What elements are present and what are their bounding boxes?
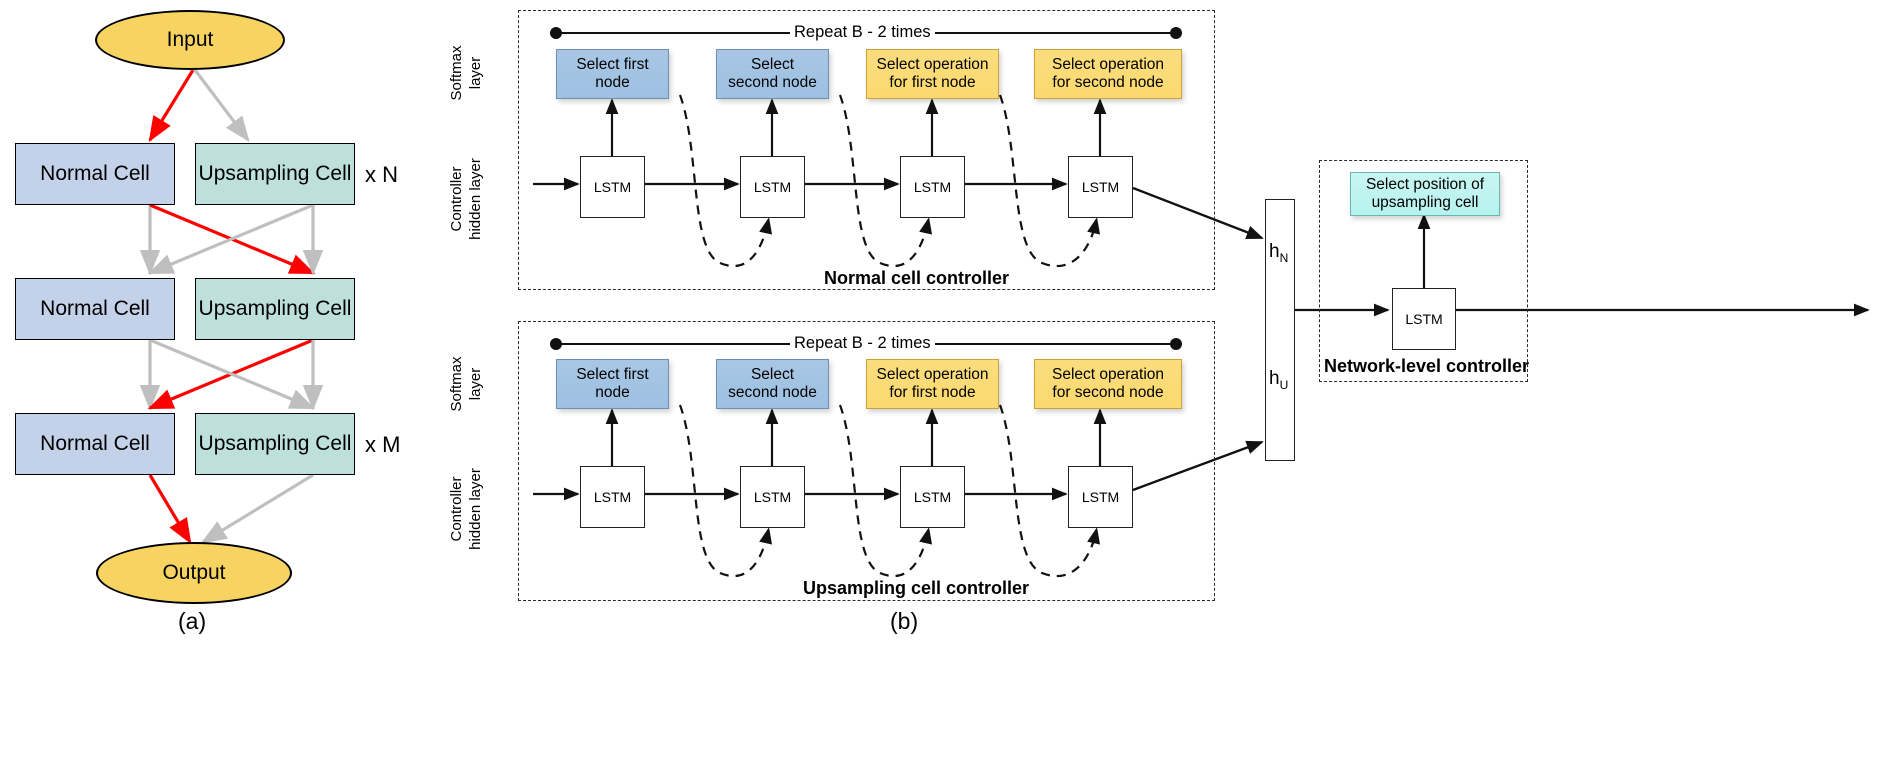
hidden-state-bar [1265,199,1295,461]
hidden-layer-axis-label-bottom: Controller [448,444,469,574]
lstm-label: LSTM [593,179,632,195]
hidden-layer-axis-label-bottom-2: hidden layer [467,444,488,574]
lstm-cell-network-level[interactable]: LSTM [1392,288,1456,350]
softmax-box-line1: Select first [576,365,649,383]
output-label: Output [162,561,226,585]
normal-cell-row-2: Normal Cell [15,278,175,340]
output-node: Output [96,542,292,604]
hidden-axis-line2: hidden layer [467,468,484,550]
normal-cell-label: Normal Cell [40,432,150,456]
lstm-cell-upsampling-1[interactable]: LSTM [580,466,645,528]
lstm-label: LSTM [1081,489,1120,505]
network-level-controller-label: Network-level controller [1324,356,1530,376]
softmax-box-line1: Select position of [1365,175,1485,193]
softmax-box-line2: for second node [1052,74,1164,91]
softmax-box-line1: Select operation [1051,365,1165,383]
softmax-box-line1: Select operation [876,55,989,73]
upsampling-cell-controller-label: Upsampling cell controller [803,578,1030,598]
lstm-cell-normal-2[interactable]: LSTM [740,156,805,218]
lstm-label: LSTM [1081,179,1120,195]
softmax-box-select-op-second-node-normal[interactable]: Select operation for second node [1034,49,1182,99]
softmax-box-select-op-first-node-upsampling[interactable]: Select operation for first node [866,359,999,409]
normal-cell-row-1: Normal Cell [15,143,175,205]
lstm-label: LSTM [753,489,792,505]
softmax-box-line2: for second node [1052,384,1164,401]
hU-sub: U [1279,377,1289,392]
panel-a-caption: (a) [178,608,207,634]
lstm-label: LSTM [593,489,632,505]
upsampling-cell-label: Upsampling Cell [198,162,352,186]
hidden-state-hU-label: hU [1269,368,1288,392]
softmax-box-line2: node [595,384,630,401]
upsampling-cell-row-1: Upsampling Cell [195,143,355,205]
softmax-axis-line1: Softmax [448,45,465,101]
row-3-multiplier: x M [365,432,401,457]
lstm-cell-upsampling-4[interactable]: LSTM [1068,466,1133,528]
softmax-box-line1: Select operation [876,365,989,383]
panel-a-arrows [139,69,324,545]
input-label: Input [166,28,214,52]
normal-cell-controller-label: Normal cell controller [824,268,1010,288]
upsampling-controller-wiring [533,338,1264,578]
lstm-cell-normal-4[interactable]: LSTM [1068,156,1133,218]
softmax-box-line1: Select [750,365,795,383]
hidden-axis-line2: hidden layer [467,158,484,240]
upsampling-cell-row-3: Upsampling Cell [195,413,355,475]
input-node: Input [95,10,285,70]
softmax-box-line2: for first node [889,74,976,91]
hidden-axis-line1: Controller [448,476,465,542]
lstm-label: LSTM [913,489,952,505]
panel-b-caption: (b) [890,608,919,634]
upsampling-cell-controller-box [518,321,1215,601]
hidden-layer-axis-label-top: Controller [448,134,469,264]
softmax-box-select-first-node-normal[interactable]: Select first node [556,49,669,99]
softmax-box-select-op-first-node-normal[interactable]: Select operation for first node [866,49,999,99]
softmax-box-line2: second node [728,384,817,401]
hN-base: h [1269,241,1280,262]
softmax-box-select-second-node-normal[interactable]: Select second node [716,49,829,99]
hidden-axis-line1: Controller [448,166,465,232]
softmax-layer-axis-label-top: Softmax [448,13,469,133]
lstm-cell-upsampling-2[interactable]: LSTM [740,466,805,528]
repeat-label-upsampling: Repeat B - 2 times [790,334,935,353]
softmax-box-select-op-second-node-upsampling[interactable]: Select operation for second node [1034,359,1182,409]
softmax-box-line2: for first node [889,384,976,401]
network-level-controller-box [1319,160,1528,382]
upsampling-cell-label: Upsampling Cell [198,432,352,456]
lstm-cell-upsampling-3[interactable]: LSTM [900,466,965,528]
lstm-cell-normal-3[interactable]: LSTM [900,156,965,218]
repeat-label-normal: Repeat B - 2 times [790,23,935,42]
normal-cell-label: Normal Cell [40,162,150,186]
hidden-layer-axis-label-top-2: hidden layer [467,134,488,264]
softmax-layer-axis-label-top-2: layer [467,13,488,133]
row-1-multiplier: x N [365,162,398,187]
softmax-box-line2: upsampling cell [1371,194,1479,211]
upsampling-cell-row-2: Upsampling Cell [195,278,355,340]
normal-cell-label: Normal Cell [40,297,150,321]
softmax-axis-line2: layer [467,367,484,401]
softmax-layer-axis-label-bottom: Softmax [448,324,469,444]
softmax-box-line1: Select operation [1051,55,1165,73]
softmax-box-select-first-node-upsampling[interactable]: Select first node [556,359,669,409]
hidden-state-hN-label: hN [1269,241,1288,265]
softmax-box-line1: Select first [576,55,649,73]
normal-cell-row-3: Normal Cell [15,413,175,475]
lstm-label: LSTM [1405,311,1443,327]
softmax-box-line1: Select [750,55,795,73]
hU-base: h [1269,368,1280,389]
upsampling-cell-label: Upsampling Cell [198,297,352,321]
softmax-box-select-position-upsampling-cell[interactable]: Select position of upsampling cell [1350,172,1500,216]
hN-sub: N [1279,250,1289,265]
softmax-axis-line2: layer [467,56,484,90]
lstm-label: LSTM [913,179,952,195]
softmax-box-select-second-node-upsampling[interactable]: Select second node [716,359,829,409]
softmax-layer-axis-label-bottom-2: layer [467,324,488,444]
softmax-box-line2: node [595,74,630,91]
lstm-cell-normal-1[interactable]: LSTM [580,156,645,218]
lstm-label: LSTM [753,179,792,195]
normal-cell-controller-box [518,10,1215,290]
softmax-box-line2: second node [728,74,817,91]
softmax-axis-line1: Softmax [448,356,465,412]
